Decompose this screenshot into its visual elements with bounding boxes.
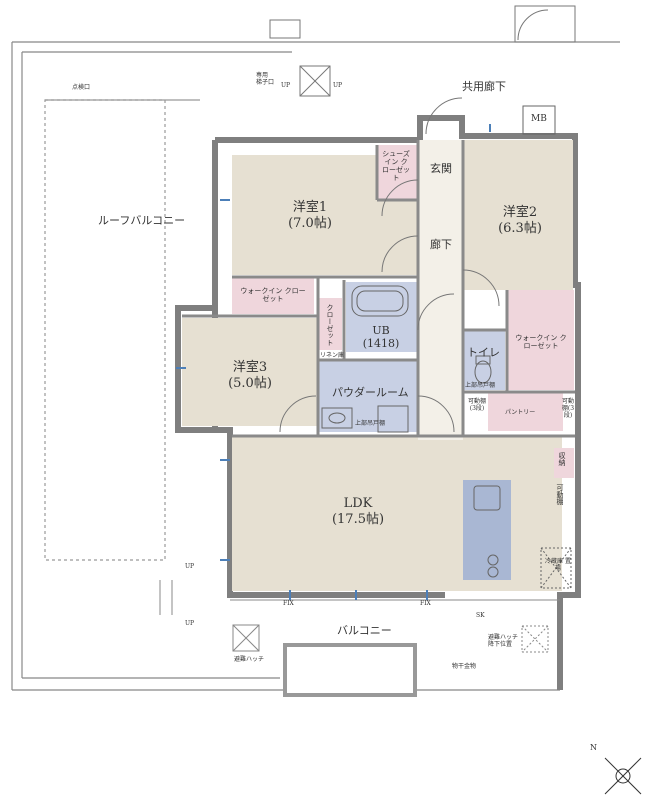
sink xyxy=(321,407,353,429)
door-swings xyxy=(279,97,500,433)
walkin1-label: ウォークイン クローゼット xyxy=(240,287,306,303)
walkin1 xyxy=(232,278,314,314)
powder-room xyxy=(318,360,418,432)
western3-label: 洋室3(5.0帖) xyxy=(228,360,272,391)
evac-hatch-box xyxy=(232,624,260,652)
emergency-ladder-icon xyxy=(299,65,331,97)
roof-balcony-label: ルーフバルコニー xyxy=(98,214,186,227)
walkin2-label: ウォークイン クローゼット xyxy=(515,334,567,350)
sk-label: SK xyxy=(476,612,485,619)
up1-label: UP xyxy=(281,82,291,89)
bathtub xyxy=(351,285,409,317)
kitchen-sink xyxy=(473,485,501,511)
walkin2 xyxy=(507,290,574,390)
window-marks xyxy=(176,124,491,600)
ub-room xyxy=(346,282,418,352)
up2-label: UP xyxy=(333,82,343,89)
storage-label: 収納 xyxy=(558,452,566,466)
shared-corridor-label: 共用廊下 xyxy=(462,80,506,93)
kitchen-counter xyxy=(463,480,511,580)
linen-label: リネン庫 xyxy=(320,352,345,359)
ub-label: UB(1418) xyxy=(362,324,400,350)
ldk-label: LDK(17.5帖) xyxy=(331,496,385,527)
stove2 xyxy=(487,566,499,578)
western1-label: 洋室1(7.0帖) xyxy=(288,200,332,231)
shoes-closet-label: シューズイン クローゼット xyxy=(382,150,410,182)
fix2-label: FIX xyxy=(420,600,431,607)
powder-room-label: パウダールーム xyxy=(332,386,409,399)
evac-hatch-down-label: 避難ハッチ 降下位置 xyxy=(488,634,519,648)
shoes-closet xyxy=(377,145,417,200)
room-western3 xyxy=(182,318,318,426)
entrance-label: 玄関 xyxy=(430,162,452,175)
emergency-ladder-label: 専用 梯子口 xyxy=(256,72,275,86)
fridge-box xyxy=(540,547,572,589)
top-entry-door xyxy=(269,5,576,43)
movable-shelf-fridge-label: 可動棚 xyxy=(556,484,564,505)
fridge-label: 冷蔵庫 置場 xyxy=(545,558,571,572)
pantry-label: パントリー xyxy=(505,409,536,416)
toilet-room xyxy=(463,330,505,390)
corridor-label: 廊下 xyxy=(430,238,452,251)
western2-label: 洋室2(6.3帖) xyxy=(498,205,542,236)
balcony-label: バルコニー xyxy=(337,624,392,637)
room-western2 xyxy=(463,140,573,290)
compass-north-label: N xyxy=(590,743,597,752)
toilet-label: トイレ xyxy=(467,346,500,359)
mb-label: MB xyxy=(531,114,547,124)
pantry xyxy=(488,393,563,431)
clothes-hardware-label: 物干金物 xyxy=(452,663,477,670)
compass xyxy=(604,757,642,795)
top-shelf2-label: 上部吊戸棚 xyxy=(465,382,496,389)
closet-label: クローゼット xyxy=(326,304,334,346)
up3-label: UP xyxy=(185,563,195,570)
fixtures xyxy=(321,105,572,589)
rooms xyxy=(182,140,574,591)
washer xyxy=(377,405,409,433)
balcony-outline xyxy=(159,580,560,697)
evac-hatch-label: 避難ハッチ xyxy=(234,656,265,663)
interior-walls xyxy=(182,140,575,438)
toilet-bowl xyxy=(474,360,492,384)
storage xyxy=(554,448,574,478)
up4-label: UP xyxy=(185,620,195,627)
movable-shelf-right-label: 可動棚(3段) xyxy=(561,398,575,419)
mb-box xyxy=(522,105,556,135)
inspection-hatch-label: 点検口 xyxy=(72,84,91,91)
fix1-label: FIX xyxy=(283,600,294,607)
movable-shelf-left-label: 可動棚(3段) xyxy=(467,398,486,412)
stove1 xyxy=(487,554,499,566)
top-shelf1-label: 上部吊戸棚 xyxy=(355,420,386,427)
closet3 xyxy=(318,298,342,350)
corridor xyxy=(418,140,463,440)
